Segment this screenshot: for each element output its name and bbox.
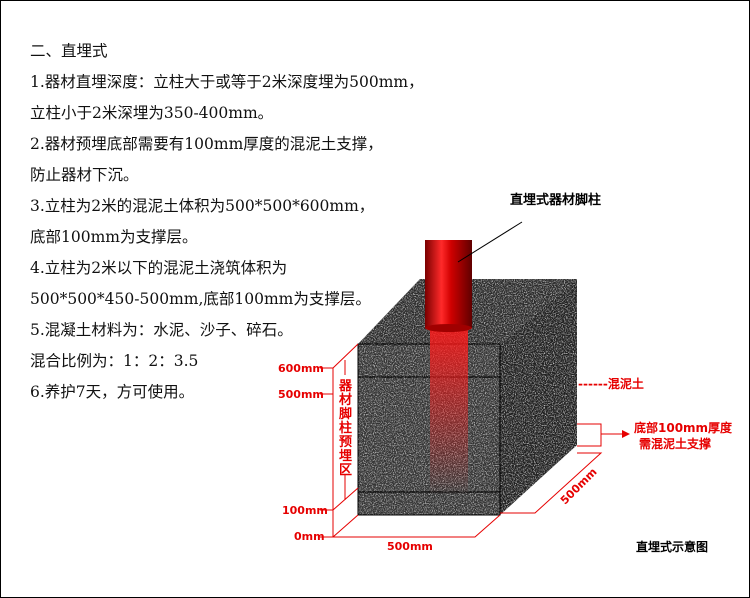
line: 底部100mm为支撑层。 bbox=[30, 228, 198, 246]
line: 防止器材下沉。 bbox=[30, 166, 139, 184]
support-label-1: 底部100mm厚度 bbox=[634, 420, 733, 435]
line: 500*500*450-500mm,底部100mm为支撑层。 bbox=[30, 290, 371, 308]
diagram-caption: 直埋式示意图 bbox=[636, 539, 708, 554]
line: 立柱小于2米深埋为350-400mm。 bbox=[30, 104, 274, 122]
line: 混合比例为：1：2：3.5 bbox=[30, 352, 199, 370]
zone-char: 柱 bbox=[339, 420, 352, 436]
zone-char: 脚 bbox=[339, 406, 352, 422]
pole-label: 直埋式器材脚柱 bbox=[510, 192, 601, 208]
zone-char: 材 bbox=[339, 392, 352, 408]
line: 1.器材直埋深度：立柱大于或等于2米深度埋为500mm， bbox=[30, 73, 424, 91]
line: 5.混凝土材料为：水泥、沙子、碎石。 bbox=[30, 321, 293, 339]
instructions-text: 二、直埋式 1.器材直埋深度：立柱大于或等于2米深度埋为500mm， 立柱小于2… bbox=[30, 36, 424, 408]
width-label: 500mm bbox=[387, 540, 433, 553]
zone-char: 埋 bbox=[339, 448, 352, 464]
pole bbox=[425, 240, 472, 332]
dim-500: 500mm bbox=[278, 388, 324, 401]
line: 6.养护7天，方可使用。 bbox=[30, 383, 195, 401]
line: 3.立柱为2米的混泥土体积为500*500*600mm， bbox=[30, 197, 375, 215]
arrow-icon bbox=[622, 430, 630, 438]
section-title: 二、直埋式 bbox=[30, 42, 108, 60]
pole-leader-line bbox=[457, 221, 523, 263]
zone-char: 预 bbox=[339, 435, 352, 450]
zone-char: 区 bbox=[339, 463, 352, 478]
zone-char: 器 bbox=[338, 379, 353, 394]
dim-0: 0mm bbox=[294, 530, 325, 543]
line: 2.器材预埋底部需要有100mm厚度的混泥土支撑， bbox=[30, 135, 383, 153]
concrete-label: ------混泥土 bbox=[578, 376, 644, 391]
dimension-lines bbox=[320, 343, 603, 538]
dim-100: 100mm bbox=[282, 504, 328, 517]
dim-600: 600mm bbox=[278, 362, 324, 375]
support-label-2: 需混泥土支撑 bbox=[639, 436, 711, 451]
line: 4.立柱为2米以下的混泥土浇筑体积为 bbox=[30, 259, 288, 277]
zone-label: 器 材 脚 柱 预 埋 区 bbox=[338, 379, 353, 478]
